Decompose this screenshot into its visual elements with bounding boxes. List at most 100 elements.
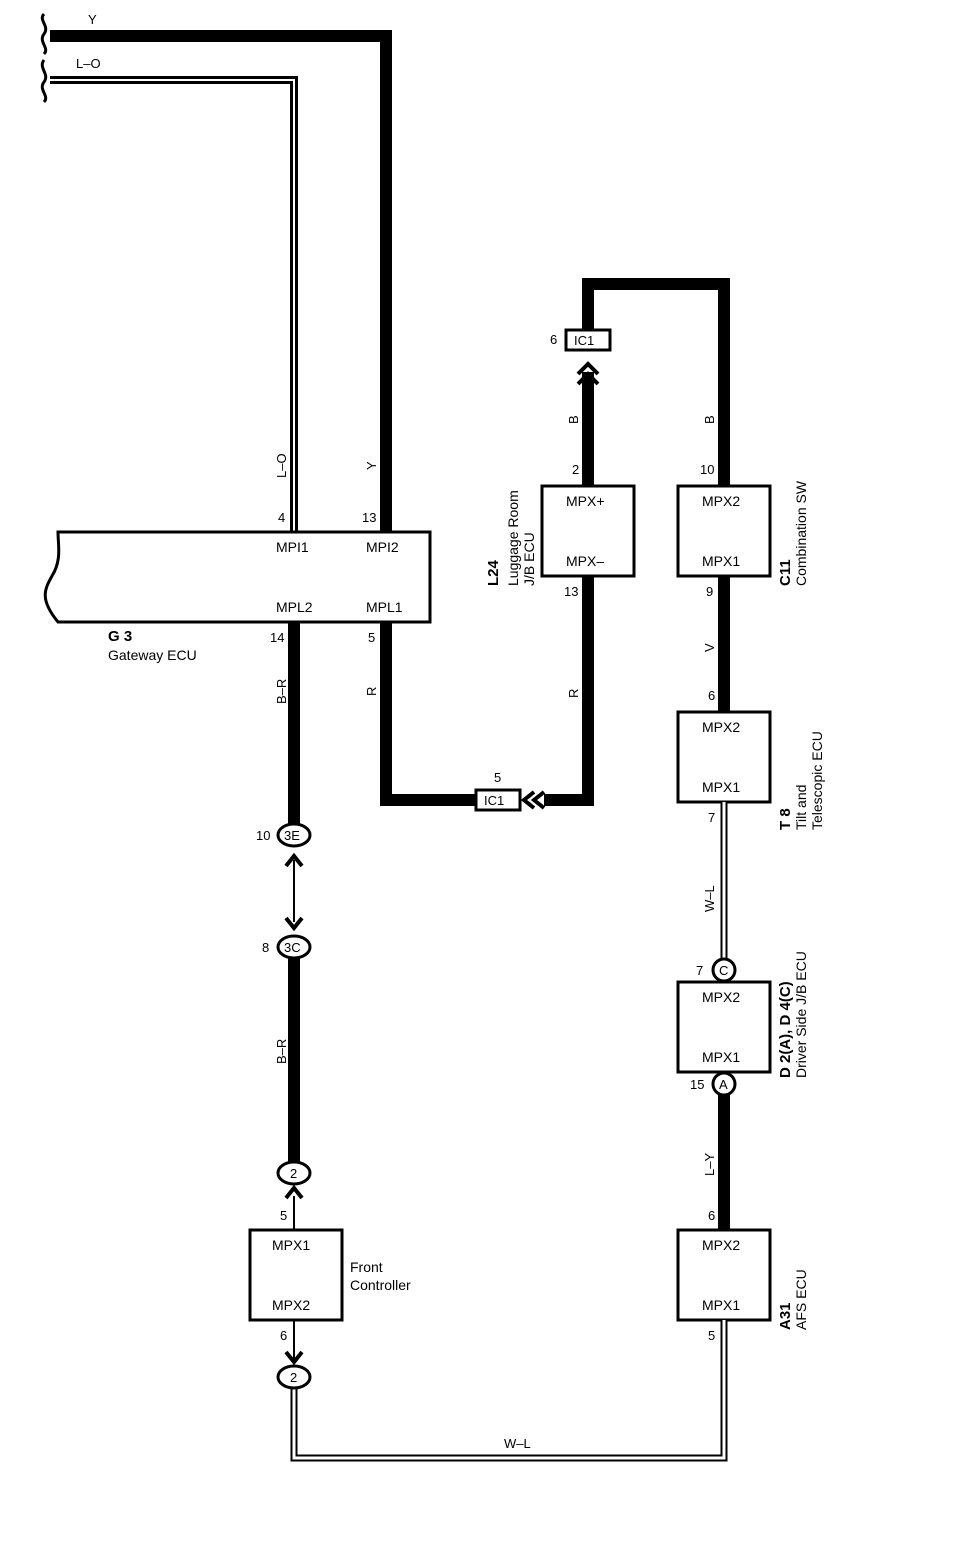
g3-pin-number-4: 4 [278,510,285,525]
d2-driver-side-jb-ecu-box [676,980,772,1074]
connector-2-top-chevron [284,1184,304,1200]
wire-y [50,30,392,532]
wire-color-l24-r: R [566,689,581,698]
wire-r-g3 [380,622,476,806]
wire-color-fc-br: B–R [274,1039,289,1064]
a31-pin-mpx2: MPX2 [702,1237,740,1253]
fc-name-line2: Controller [350,1277,411,1293]
break-mark-y [40,12,48,56]
d2-connector-c-label: C [719,963,728,978]
l24-name-line1: Luggage Room [505,490,521,586]
connector-2-top-label: 2 [290,1166,297,1181]
wire-color-top-lo: L–O [76,56,101,71]
wire-color-g3-br: B–R [274,679,289,704]
connector-3c-chevron [284,916,304,932]
fc-pin-mpx2: MPX2 [272,1297,310,1313]
fc-pin-number-5: 5 [280,1208,287,1223]
ic1-top-pin: 6 [550,332,557,347]
d2-connector-a-label: A [719,1077,728,1092]
wire-lo-inner [50,79,295,532]
t8-pin-number-6: 6 [708,688,715,703]
c11-code: C11 [777,559,794,586]
wire-color-c11-v: V [702,643,717,652]
l24-code: L24 [485,559,502,586]
wire-r-l24 [544,576,594,806]
ic1-top-label: IC1 [574,333,594,348]
l24-pin-mpx-minus: MPX– [566,553,604,569]
a31-afs-ecu-box [676,1228,772,1322]
c11-pin-mpx1: MPX1 [702,553,740,569]
wire-color-bottom-wl: W–L [504,1436,531,1451]
a31-pin-number-5: 5 [708,1328,715,1343]
connector-2-bottom-label: 2 [290,1370,297,1385]
a31-code: A31 [777,1302,794,1330]
wire-color-g3-lo: L–O [274,453,289,478]
g3-pin-number-5: 5 [368,630,375,645]
g3-pin-number-13: 13 [362,510,376,525]
ic1-bottom-connector [474,788,522,812]
wire-b-loop [582,278,730,486]
wire-color-c11-b: B [702,415,717,424]
t8-name-line2: Telescopic ECU [809,731,825,830]
a31-name: AFS ECU [793,1269,809,1330]
connector-3e-pin: 10 [256,828,270,843]
d2-code: D 2(A), D 4(C) [777,981,794,1078]
ic1-bottom-label: IC1 [484,793,504,808]
g3-gateway-ecu-box [43,530,432,624]
d2-pin-mpx2: MPX2 [702,989,740,1005]
g3-pin-mpi1: MPI1 [276,539,309,555]
connector-3c-pin: 8 [262,940,269,955]
wire-lo-outer [50,76,298,532]
g3-pin-mpi2: MPI2 [366,539,399,555]
connector-2-bottom [276,1364,312,1390]
c11-name: Combination SW [793,480,809,586]
l24-pin-number-13: 13 [564,584,578,599]
t8-tilt-telescopic-ecu-box [676,710,772,804]
c11-pin-mpx2: MPX2 [702,493,740,509]
t8-pin-mpx1: MPX1 [702,779,740,795]
ic1-bottom-pin: 5 [494,770,501,785]
g3-pin-mpl1: MPL1 [366,599,403,615]
c11-pin-number-9: 9 [706,584,713,599]
d2-name: Driver Side J/B ECU [793,951,809,1078]
a31-pin-number-6: 6 [708,1208,715,1223]
l24-name-line2: J/B ECU [521,532,537,586]
d2-pin-mpx1: MPX1 [702,1049,740,1065]
t8-name-line1: Tilt and [793,785,809,830]
connector-3e-label: 3E [284,828,300,843]
break-mark-lo [40,59,48,104]
fc-pin-mpx1: MPX1 [272,1237,310,1253]
g3-name: Gateway ECU [108,647,197,663]
connector-3e [276,822,312,848]
d2-pin-number-7: 7 [696,963,703,978]
connector-2-bottom-chevron [284,1350,304,1366]
t8-pin-mpx2: MPX2 [702,719,740,735]
a31-pin-mpx1: MPX1 [702,1297,740,1313]
ic1-bottom-chevrons [520,790,546,810]
front-controller-box [248,1228,344,1322]
g3-pin-number-14: 14 [270,630,284,645]
t8-code: T 8 [777,808,794,830]
connector-2-top [276,1160,312,1186]
t8-pin-number-7: 7 [708,810,715,825]
d2-pin-number-15: 15 [690,1077,704,1092]
wire-color-l24-b: B [566,415,581,424]
g3-code: G 3 [108,628,132,645]
wire-color-g3-y: Y [364,461,379,470]
c11-pin-number-10: 10 [700,462,714,477]
ic1-top-chevrons [576,361,600,386]
wire-wl-bottom-inner [292,1320,726,1460]
l24-pin-mpx-plus: MPX+ [566,493,605,509]
wire-color-g3-r: R [364,687,379,696]
connector-3c-label: 3C [284,940,301,955]
fc-name-line1: Front [350,1259,383,1275]
wire-color-t8-wl: W–L [702,885,717,912]
connector-3e-chevron [284,852,304,868]
wire-color-a31-ly: L–Y [702,1153,717,1176]
l24-pin-number-2: 2 [572,462,579,477]
wire-color-top-y: Y [88,12,97,27]
g3-pin-mpl2: MPL2 [276,599,313,615]
l24-luggage-room-jb-ecu-box [540,484,636,578]
fc-pin-number-6: 6 [280,1328,287,1343]
